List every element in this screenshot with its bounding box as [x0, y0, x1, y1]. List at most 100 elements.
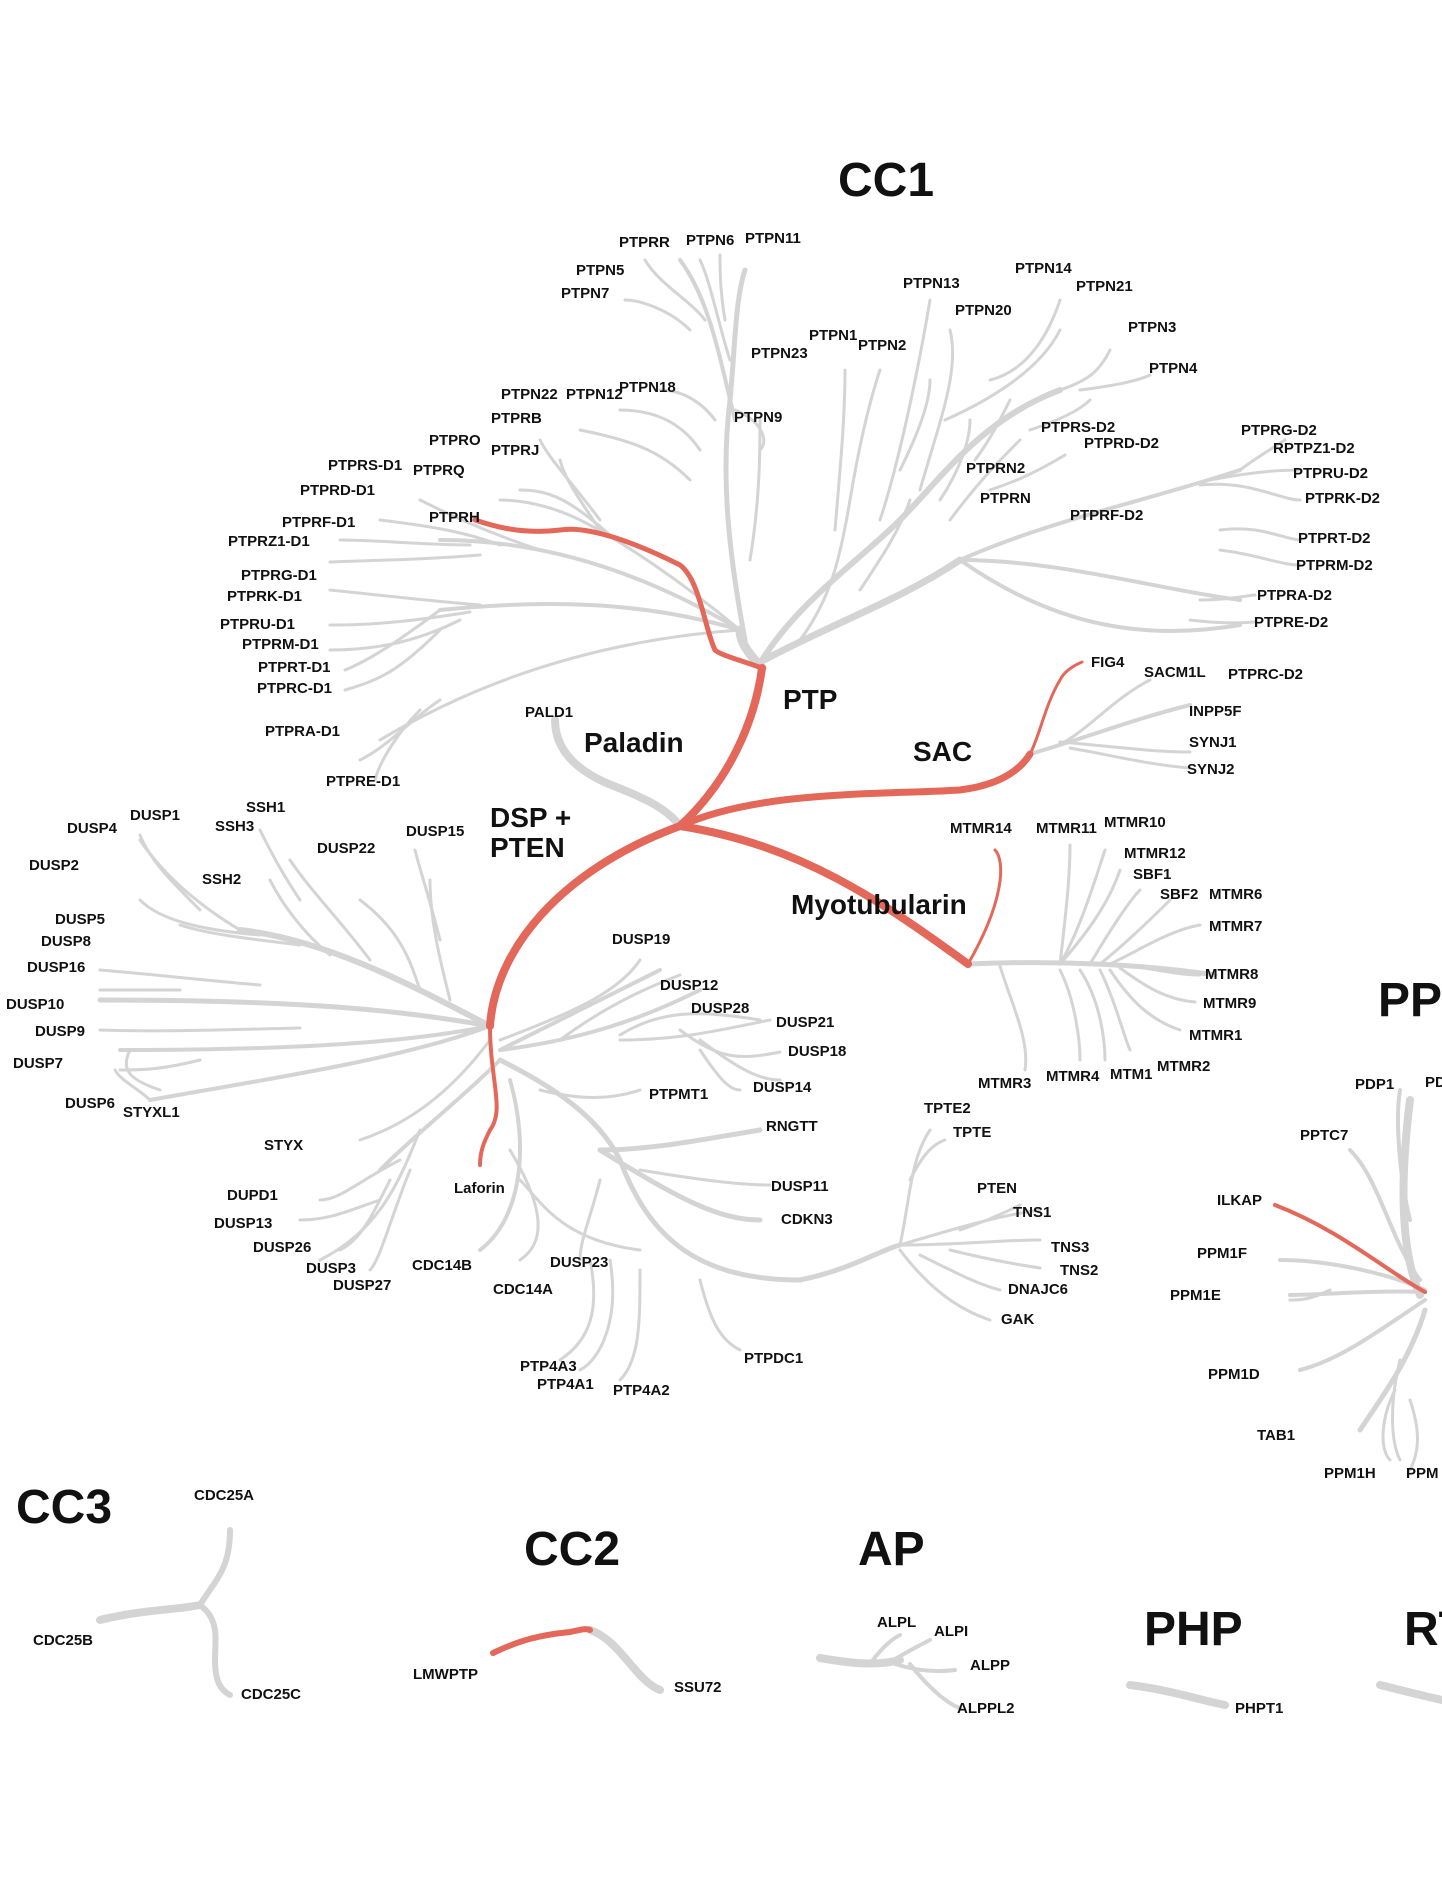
leaf-label: PTPRM-D1	[242, 636, 319, 653]
leaf-label: PDP1	[1355, 1076, 1394, 1093]
leaf-label: DUSP19	[612, 931, 670, 948]
leaf-label: PTPN18	[619, 379, 676, 396]
leaf-label: DUSP14	[753, 1079, 812, 1096]
leaf-label: PTPRD-D1	[300, 482, 375, 499]
leaf-label: PTPRA-D1	[265, 723, 340, 740]
leaf-label: PTPRB	[491, 410, 542, 427]
pp-leaves: PDP1 PD PPTC7 ILKAP PPM1F PPM1E PPM1D TA…	[1170, 1074, 1442, 1482]
leaf-label: MTMR12	[1124, 845, 1186, 862]
leaf-label: DUSP15	[406, 823, 464, 840]
leaf-label: DNAJC6	[1008, 1281, 1068, 1298]
leaf-label: MTMR6	[1209, 886, 1262, 903]
leaf-label: PTPRM-D2	[1296, 557, 1373, 574]
cc2-leaves: LMWPTP SSU72	[413, 1666, 722, 1696]
leaf-label: DUSP18	[788, 1043, 846, 1060]
leaf-label: SACM1L	[1144, 664, 1206, 681]
leaf-label: PTPRA-D2	[1257, 587, 1332, 604]
leaf-label: ALPI	[934, 1623, 968, 1640]
leaf-label: ALPPL2	[957, 1700, 1015, 1717]
leaf-label: DUSP22	[317, 840, 375, 857]
leaf-label: STYX	[264, 1137, 303, 1154]
leaf-label: CDC14B	[412, 1257, 472, 1274]
leaf-label: RNGTT	[766, 1118, 818, 1135]
leaf-label: DUSP2	[29, 857, 79, 874]
leaf-label: PPM	[1406, 1465, 1439, 1482]
leaf-label: DUSP16	[27, 959, 85, 976]
leaf-label: FIG4	[1091, 654, 1125, 671]
leaf-label: DUPD1	[227, 1187, 278, 1204]
leaf-label: PTPRH	[429, 509, 480, 526]
leaf-label: PTPRK-D2	[1305, 490, 1380, 507]
leaf-label: STYXL1	[123, 1104, 180, 1121]
leaf-label: MTMR3	[978, 1075, 1031, 1092]
group-label-cc1: CC1	[838, 154, 934, 207]
leaf-label: DUSP8	[41, 933, 91, 950]
cc3-leaves: CDC25A CDC25B CDC25C	[33, 1487, 301, 1703]
leaf-label: PTPRU-D2	[1293, 465, 1368, 482]
dsp-branches	[97, 828, 1042, 1382]
leaf-label: PTPN4	[1149, 360, 1198, 377]
leaf-label: SBF2	[1160, 886, 1198, 903]
leaf-label: PTPN21	[1076, 278, 1133, 295]
family-label-dsp-line1: DSP +	[490, 802, 571, 833]
leaf-label: DUSP9	[35, 1023, 85, 1040]
leaf-label: PTPN23	[751, 345, 808, 362]
leaf-label: PTPN22	[501, 386, 558, 403]
leaf-label: PTPN5	[576, 262, 624, 279]
leaf-label: CDC25A	[194, 1487, 254, 1504]
leaf-label: SYNJ2	[1187, 761, 1235, 778]
leaf-label: PTPRK-D1	[227, 588, 302, 605]
leaf-label: MTMR2	[1157, 1058, 1210, 1075]
leaf-label: MTMR10	[1104, 814, 1166, 831]
leaf-label: PTPRE-D2	[1254, 614, 1328, 631]
leaf-label: PTPRG-D2	[1241, 422, 1317, 439]
leaf-label: PTPRN	[980, 490, 1031, 507]
cc1-branches	[328, 253, 1302, 782]
ap-branches	[816, 1633, 962, 1710]
php-leaves: PHPT1	[1235, 1700, 1283, 1717]
leaf-label: TNS1	[1013, 1204, 1051, 1221]
leaf-label: DUSP1	[130, 807, 180, 824]
leaf-label: PTPN12	[566, 386, 623, 403]
leaf-label: DUSP6	[65, 1095, 115, 1112]
leaf-label: RPTPZ1-D2	[1273, 440, 1355, 457]
leaf-label: DUSP5	[55, 911, 105, 928]
family-label-ptp: PTP	[783, 684, 837, 715]
leaf-label: PTPRQ	[413, 462, 465, 479]
leaf-label: DUSP11	[771, 1178, 829, 1195]
leaf-label: TNS3	[1051, 1239, 1089, 1256]
leaf-label: PTPN6	[686, 232, 734, 249]
highlight-paths	[472, 517, 1427, 1656]
leaf-label: PTP4A3	[520, 1358, 577, 1375]
leaf-label: LMWPTP	[413, 1666, 478, 1683]
leaf-label: MTMR7	[1209, 918, 1262, 935]
leaf-label: PTPN7	[561, 285, 609, 302]
family-label-paladin: Paladin	[584, 727, 684, 758]
leaf-label: PTPRT-D1	[258, 659, 331, 676]
sac-branches	[1028, 678, 1192, 770]
leaf-label: PTPRU-D1	[220, 616, 295, 633]
group-label-ap: AP	[858, 1523, 925, 1576]
leaf-label: PPM1F	[1197, 1245, 1247, 1262]
leaf-label: INPP5F	[1189, 703, 1242, 720]
leaf-label: CDC25B	[33, 1632, 93, 1649]
leaf-label: CDKN3	[781, 1211, 833, 1228]
leaf-label: PTPRJ	[491, 442, 539, 459]
rt-branch	[1376, 1681, 1442, 1704]
leaf-label: MTMR9	[1203, 995, 1256, 1012]
leaf-label: PTP4A2	[613, 1382, 670, 1399]
leaf-label: PTPRN2	[966, 460, 1025, 477]
leaf-label: MTMR14	[950, 820, 1012, 837]
leaf-label: PTPRC-D1	[257, 680, 332, 697]
leaf-label: PTPN14	[1015, 260, 1072, 277]
family-label-sac: SAC	[913, 736, 972, 767]
leaf-label: TAB1	[1257, 1427, 1295, 1444]
leaf-label: PTPRE-D1	[326, 773, 400, 790]
leaf-label: TPTE2	[924, 1100, 971, 1117]
leaf-label: MTMR11	[1036, 820, 1097, 837]
group-label-cc3: CC3	[16, 1481, 112, 1534]
leaf-label: PTPRC-D2	[1228, 666, 1303, 683]
leaf-label: MTMR1	[1189, 1027, 1242, 1044]
